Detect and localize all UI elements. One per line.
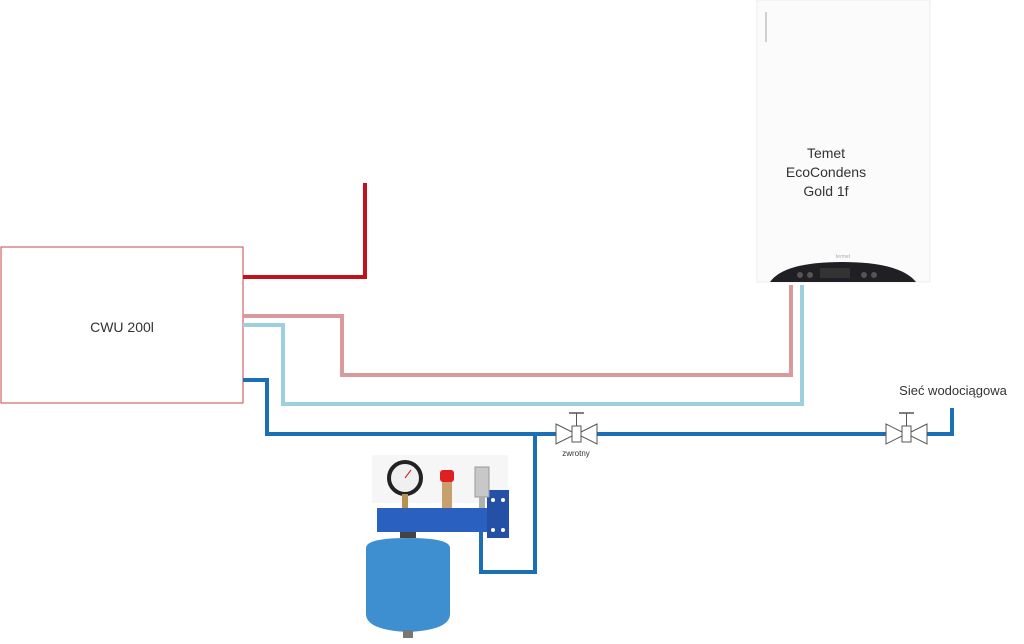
valve-bonnet-icon [571, 425, 582, 443]
expansion-vessel-icon [366, 538, 450, 632]
check-valve[interactable] [555, 412, 598, 445]
boiler-button-icon [797, 272, 803, 278]
boiler-side-label [765, 12, 767, 42]
mains-label: Sieć wodociągowa [899, 383, 1007, 398]
boiler: termet Temet EcoCondens Gold 1f [756, 0, 931, 283]
expansion-branch-pipe [479, 434, 537, 574]
cold-supply-pipe-right [927, 408, 954, 436]
mains-valve[interactable] [885, 412, 928, 445]
valve-body-icon [905, 423, 928, 445]
circulation-pipe [243, 285, 793, 377]
air-vent-icon [474, 466, 490, 498]
boiler-label-line2: EcoCondens [786, 164, 866, 180]
safety-valve-icon [440, 470, 454, 482]
boiler-button-icon [807, 272, 813, 278]
boiler-brand: termet [836, 254, 851, 260]
valve-body-icon [885, 423, 908, 445]
cold-supply-pipe-left [243, 378, 556, 436]
hot-water-pipe [243, 183, 367, 279]
boiler-button-icon [871, 272, 877, 278]
boiler-casing [756, 0, 931, 283]
mounting-manifold-icon [377, 508, 503, 532]
valve-bonnet-icon [901, 425, 912, 443]
boiler-display [820, 268, 850, 278]
mounting-bracket-icon [487, 490, 509, 538]
valve-body-icon [575, 423, 598, 445]
boiler-button-icon [861, 272, 867, 278]
check-valve-label: zwrotny [562, 449, 590, 458]
expansion-group [366, 455, 509, 638]
cwu-tank-label: CWU 200l [90, 319, 154, 335]
boiler-label-line1: Temet [807, 145, 845, 161]
boiler-label-line3: Gold 1f [803, 183, 848, 199]
boiler-cold-pipe [243, 285, 804, 406]
valve-body-icon [555, 423, 578, 445]
